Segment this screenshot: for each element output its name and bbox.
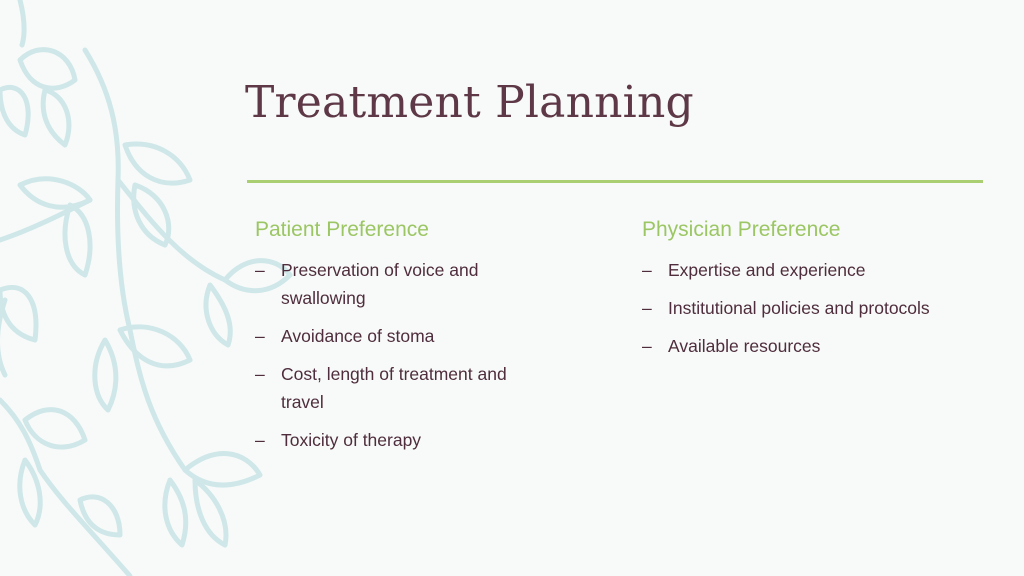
column-heading: Patient Preference [255,218,429,241]
physician-preference-column: Physician Preference – Expertise and exp… [642,216,1002,370]
column-heading: Physician Preference [642,218,841,241]
list-item: – Expertise and experience [642,256,1002,284]
bullet-text: Avoidance of stoma [281,326,435,346]
bullet-text: Available resources [668,336,821,356]
list-item: – Cost, length of treatment and travel [255,360,575,416]
list-item: – Preservation of voice and swallowing [255,256,575,312]
bullet-text: Toxicity of therapy [281,430,422,450]
vine-leaves-decoration-icon [0,0,293,576]
dash-bullet-icon: – [642,336,652,356]
dash-bullet-icon: – [255,326,265,346]
dash-bullet-icon: – [255,260,265,280]
dash-bullet-icon: – [642,260,652,280]
list-item: – Avoidance of stoma [255,322,575,350]
title-divider [247,180,983,183]
dash-bullet-icon: – [642,298,652,318]
dash-bullet-icon: – [255,364,265,384]
bullet-text: Expertise and experience [668,260,866,280]
list-item: – Toxicity of therapy [255,426,575,454]
bullet-text: Cost, length of treatment and travel [281,364,507,412]
bullet-text: Preservation of voice and swallowing [281,260,479,308]
bullet-list: – Preservation of voice and swallowing –… [255,256,575,454]
list-item: – Institutional policies and protocols [642,294,1002,322]
bullet-list: – Expertise and experience – Institution… [642,256,1002,360]
slide-title: Treatment Planning [245,77,694,129]
patient-preference-column: Patient Preference – Preservation of voi… [255,216,575,464]
dash-bullet-icon: – [255,430,265,450]
bullet-text: Institutional policies and protocols [668,298,930,318]
list-item: – Available resources [642,332,1002,360]
